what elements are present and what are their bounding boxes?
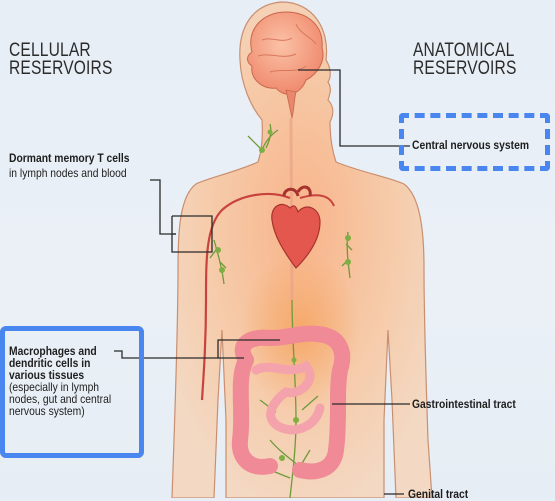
label-dormant-t-cells-location: in lymph nodes and blood	[9, 167, 127, 179]
heading-line: RESERVOIRS	[9, 60, 113, 78]
label-line: in lymph nodes and blood	[9, 167, 127, 179]
label-gastrointestinal-tract: Gastrointestinal tract	[412, 398, 516, 410]
label-line: Dormant memory T cells	[9, 152, 129, 164]
heading-line: RESERVOIRS	[413, 60, 517, 78]
heading-cellular-reservoirs: CELLULAR RESERVOIRS	[9, 42, 113, 78]
label-dormant-t-cells: Dormant memory T cells	[9, 152, 129, 164]
highlight-box-dashed	[399, 113, 550, 171]
highlight-box-solid	[0, 326, 144, 458]
heading-anatomical-reservoirs: ANATOMICAL RESERVOIRS	[413, 42, 517, 78]
label-genital-tract: Genital tract	[408, 488, 468, 500]
